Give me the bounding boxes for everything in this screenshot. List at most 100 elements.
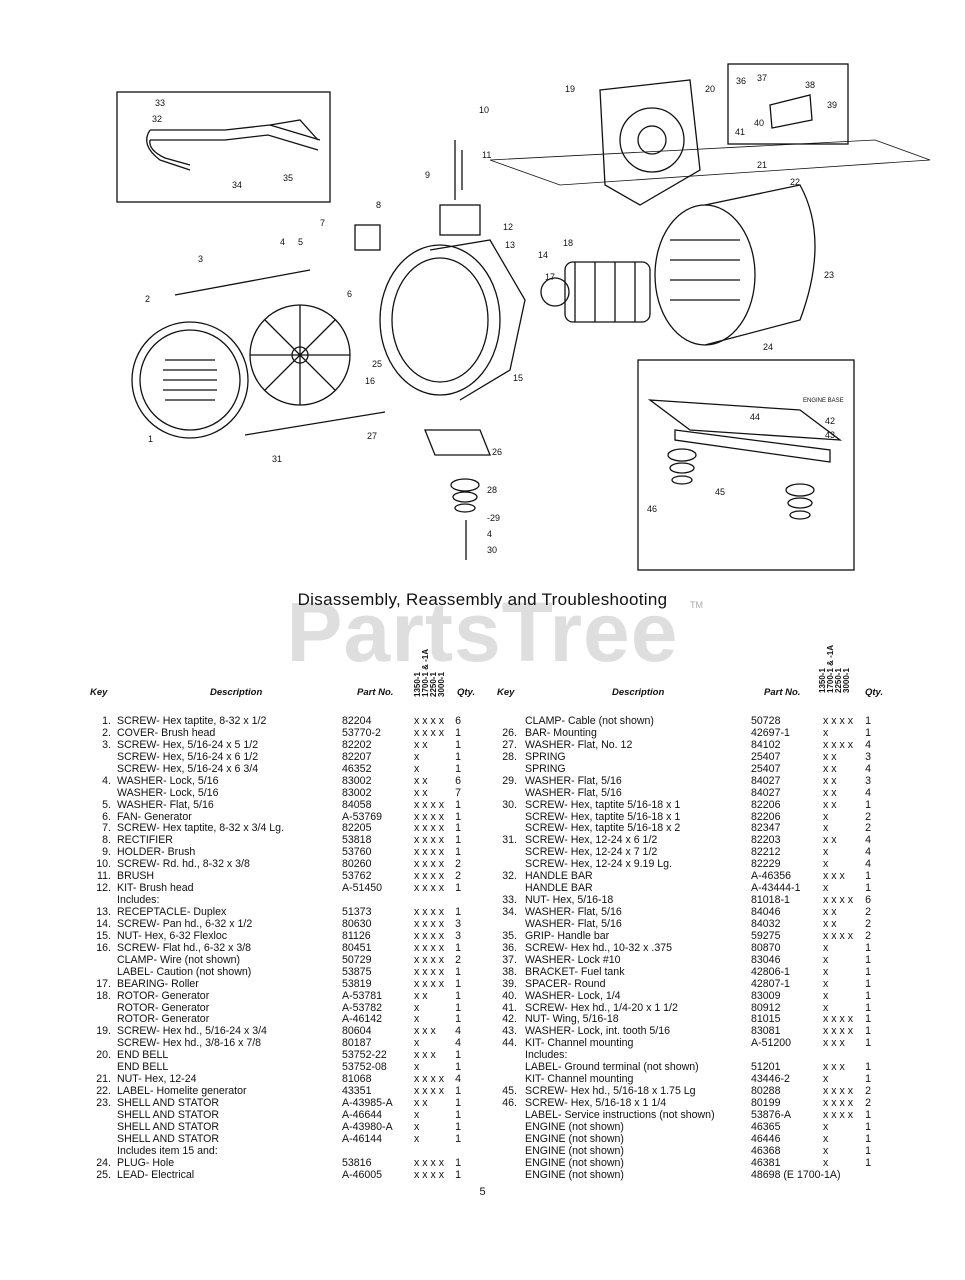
part-key: 42. [502, 1013, 517, 1026]
part-number: 46365 [751, 1120, 781, 1133]
model-marks: x x x [414, 1049, 436, 1062]
part-qty: 4 [455, 1037, 461, 1050]
part-number: 84027 [751, 786, 781, 799]
part-key: 5. [102, 798, 111, 811]
part-description: BRUSH [117, 870, 155, 883]
model-marks: x x x x [823, 738, 854, 751]
part-qty: 1 [865, 1001, 871, 1014]
part-key: 15. [96, 929, 111, 942]
part-qty: 2 [865, 822, 871, 835]
part-number: 82206 [751, 810, 781, 823]
part-qty: 1 [455, 762, 461, 775]
model-marks: x [823, 810, 829, 823]
callout-43: 43 [825, 430, 835, 440]
part-number: A-46005 [342, 1168, 383, 1181]
part-description: WASHER- Flat, 5/16 [525, 917, 622, 930]
part-key: 2. [102, 726, 111, 739]
part-description: SHELL AND STATOR [117, 1120, 220, 1133]
part-key: 38. [502, 965, 517, 978]
part-description: WASHER- Flat, No. 12 [525, 738, 633, 751]
part-qty: 1 [455, 882, 461, 895]
part-description: SCREW- Hex, 5/16-18 x 1 1/4 [525, 1097, 667, 1109]
callout-11: 11 [482, 150, 491, 160]
model-marks: x x [823, 834, 837, 847]
part-qty: 1 [865, 1156, 871, 1169]
part-qty: 1 [455, 1013, 461, 1026]
callout-26: 26 [492, 447, 502, 457]
part-description: LABEL- Caution (not shown) [117, 965, 252, 978]
callout-36: 36 [736, 76, 746, 86]
part-number: 83002 [342, 774, 372, 787]
model-marks: x x x x [414, 882, 445, 895]
part-key: 29. [502, 774, 517, 787]
part-description: SCREW- Hex, 5/16-24 x 6 1/2 [117, 750, 259, 763]
part-key: 11. [97, 870, 111, 883]
part-description: WASHER- Flat, 5/16 [525, 774, 622, 787]
part-description: NUT- Hex, 12-24 [117, 1073, 197, 1086]
callout-33: 33 [155, 98, 165, 108]
part-description: KIT- Channel mounting [525, 1073, 634, 1086]
callout-42: 42 [825, 416, 835, 426]
part-number: A-51450 [342, 882, 383, 895]
model-marks: x [823, 882, 829, 895]
part-description: SCREW- Hex, taptite 5/16-18 x 1 [525, 798, 681, 811]
part-description: ENGINE (not shown) [525, 1156, 624, 1169]
model-marks: x x x x [414, 858, 445, 871]
part-description: SCREW- Hex taptite, 8-32 x 3/4 Lg. [117, 822, 285, 835]
header-qty-left: Qty. [457, 687, 476, 698]
part-qty: 4 [455, 1073, 461, 1086]
part-qty: 4 [455, 1025, 461, 1038]
model-marks: x [823, 858, 829, 871]
model-header-r4: 3000-1 [842, 668, 851, 693]
part-qty: 1 [455, 1120, 461, 1133]
model-marks: x x x [823, 1037, 845, 1050]
part-number: 82206 [751, 798, 781, 811]
part-qty: 6 [455, 715, 461, 727]
part-description: RECTIFIER [117, 834, 173, 847]
part-description: SHELL AND STATOR [117, 1108, 220, 1121]
part-description: LEAD- Electrical [117, 1168, 195, 1181]
part-number: 83002 [342, 786, 372, 799]
part-description: BRACKET- Fuel tank [525, 965, 625, 978]
header-key-right: Key [497, 687, 515, 698]
callout-13: 13 [505, 240, 515, 250]
part-description: BAR- Mounting [525, 726, 597, 739]
part-qty: 3 [455, 917, 461, 930]
model-marks: x x x x [414, 1156, 445, 1169]
part-key: 44. [502, 1037, 517, 1050]
part-number: 83009 [751, 989, 781, 1002]
header-key-left: Key [90, 687, 108, 698]
part-number: A-46144 [342, 1132, 383, 1145]
model-marks: x x x x [414, 798, 445, 811]
model-marks: x x x [823, 870, 845, 883]
part-qty: 1 [455, 1097, 461, 1109]
parts-row: 7.SCREW- Hex taptite, 8-32 x 3/4 Lg.8220… [87, 822, 472, 835]
model-marks: x x [823, 750, 837, 763]
part-number: 53752-22 [342, 1049, 387, 1062]
part-number: 42806-1 [751, 965, 790, 978]
part-number: 82212 [751, 846, 781, 859]
callout-32: 32 [152, 114, 162, 124]
part-number: 82205 [342, 822, 372, 835]
part-description: NUT- Hex, 6-32 Flexloc [117, 929, 228, 942]
part-qty: 1 [865, 953, 871, 966]
